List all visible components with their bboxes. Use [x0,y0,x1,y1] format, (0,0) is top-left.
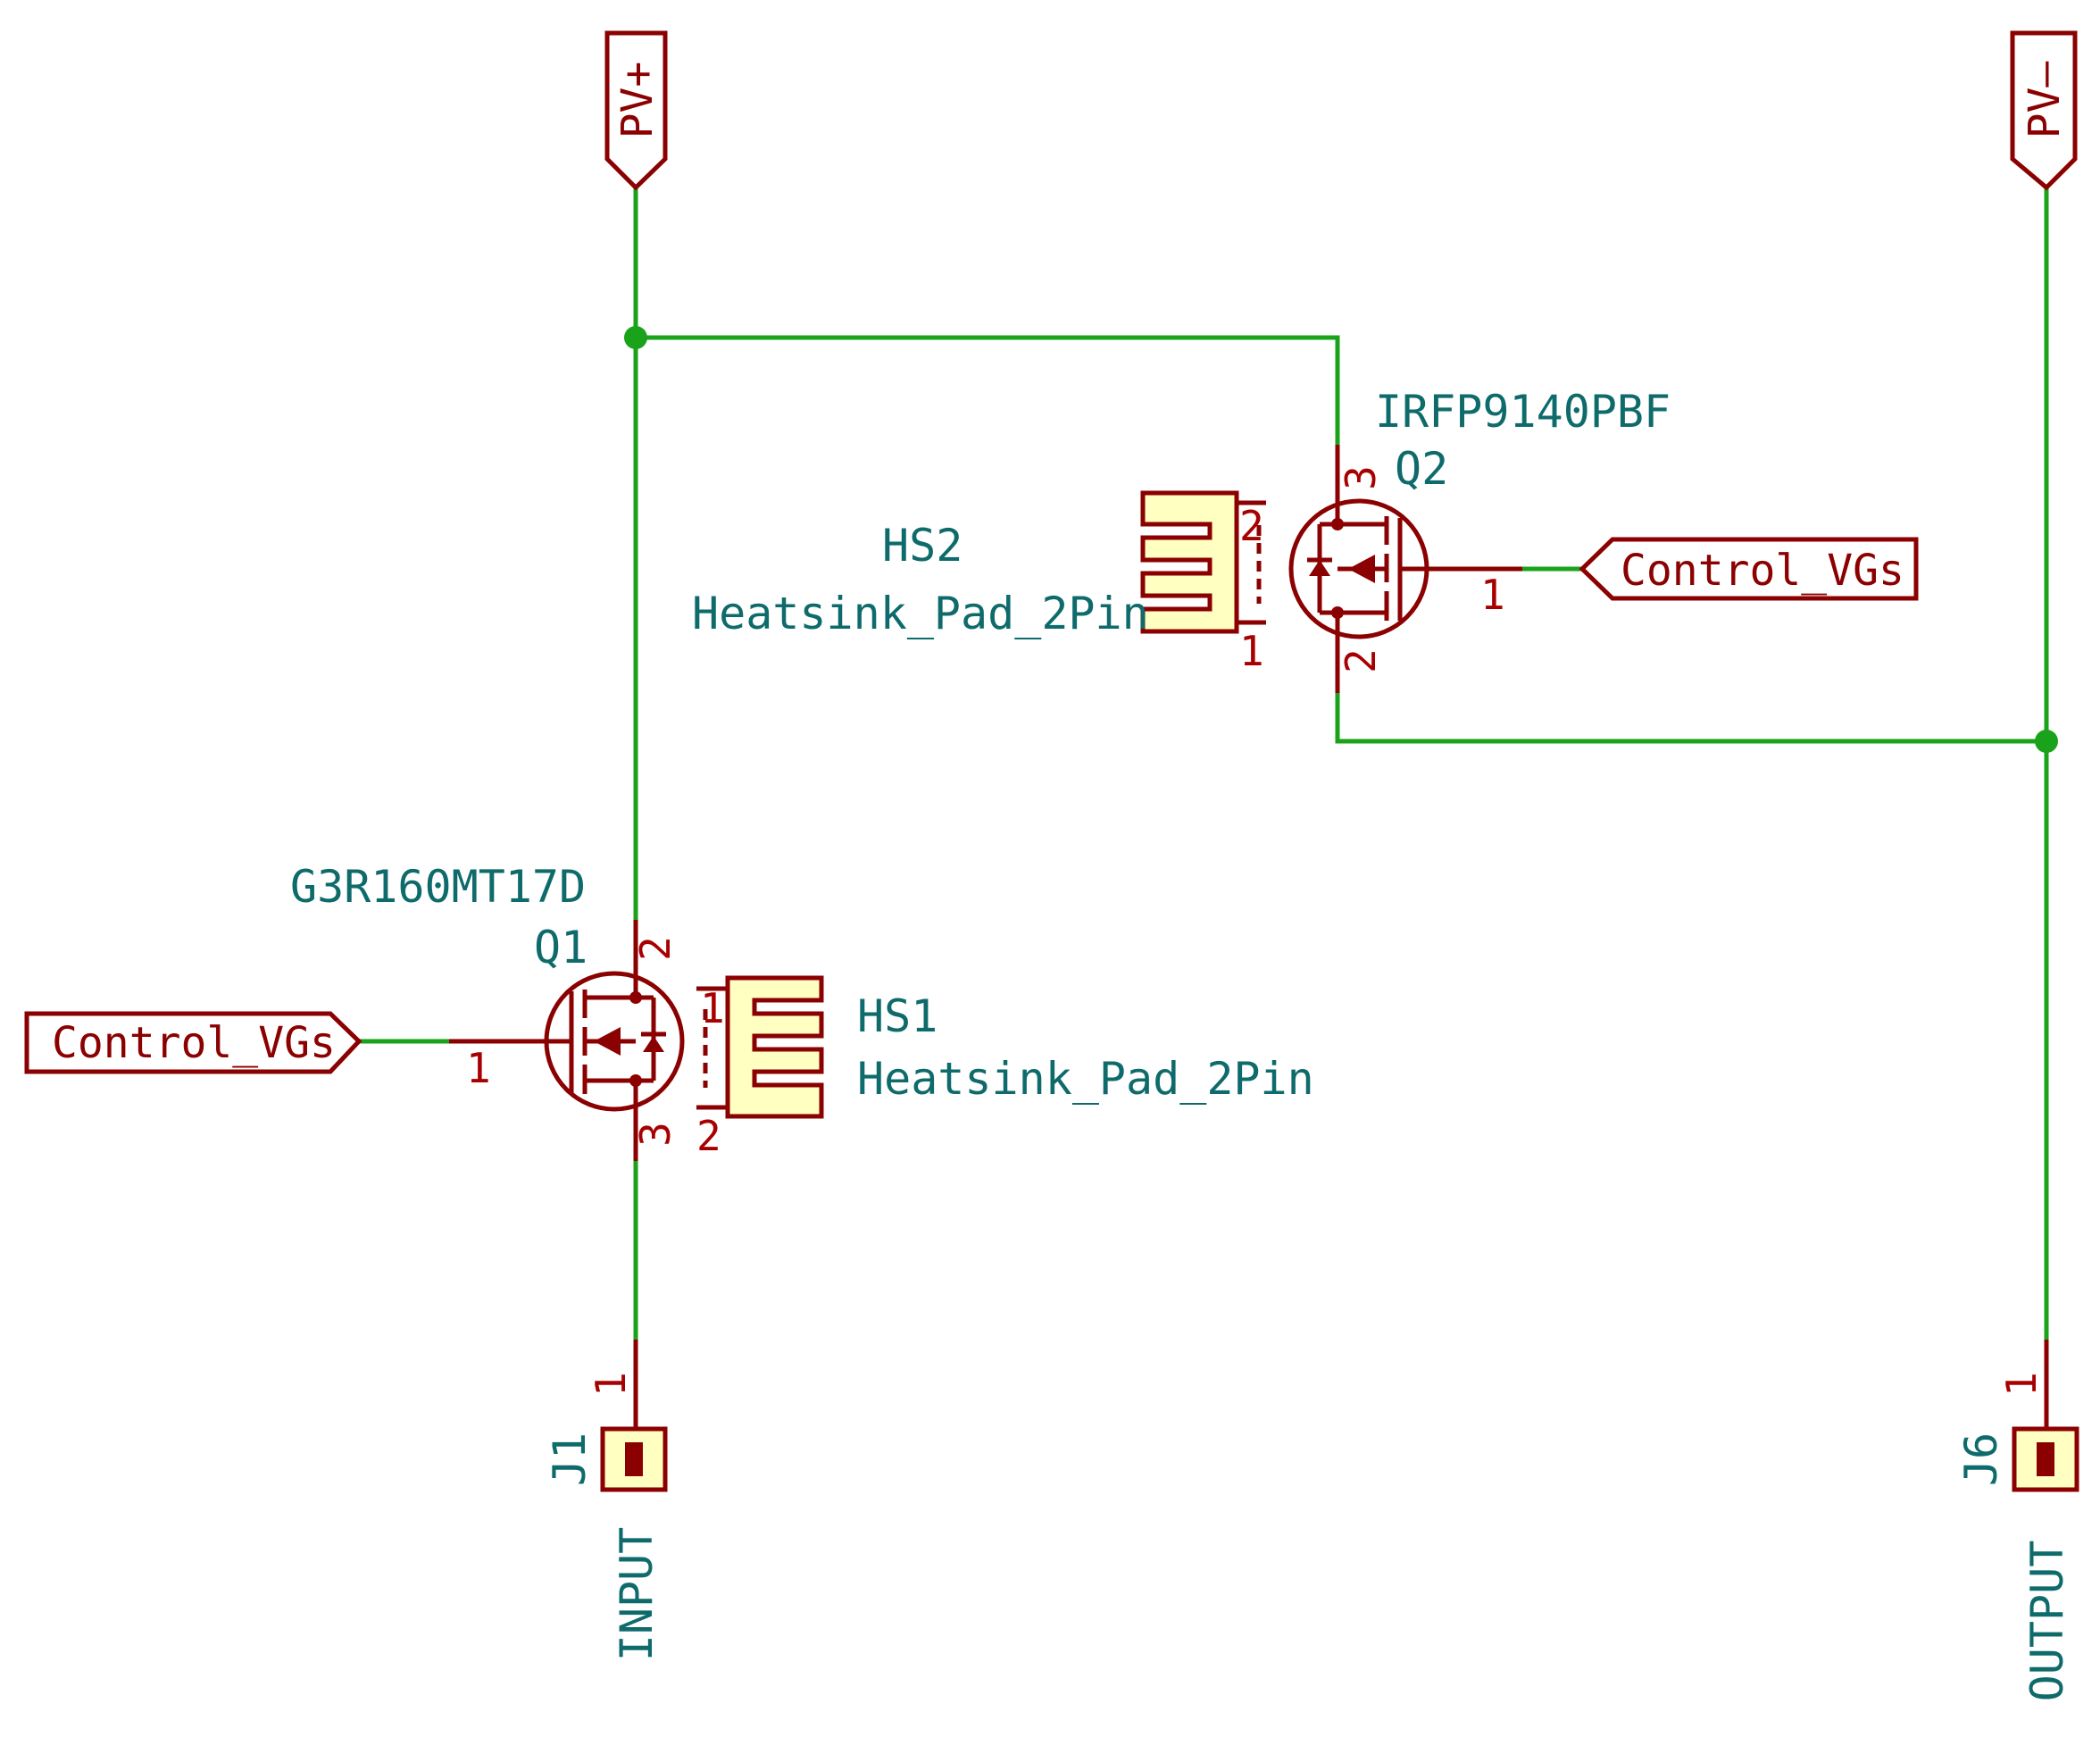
connector-j6[interactable]: 1 [1997,1340,2079,1492]
mosfet-q2[interactable]: 3 2 1 [1288,445,1522,693]
hs1-value: Heatsink_Pad_2Pin [857,1053,1314,1105]
q2-part-number: IRFP9140PBF [1375,386,1671,438]
q1-part-number: G3R160MT17D [290,861,586,913]
q2-reference: Q2 [1395,443,1448,495]
j1-value: INPUT [611,1527,662,1662]
q2-pin-drain: 2 [1337,648,1385,673]
control-vgs-label-left[interactable]: Control_VGs [24,1011,362,1074]
control-vgs-label-right[interactable]: Control_VGs [1579,537,1919,601]
pv-plus-label: PV+ [612,62,662,139]
q1-pin-source: 3 [631,1122,679,1147]
q1-reference: Q1 [534,922,588,973]
pv-minus-power-flag[interactable]: PV– [2010,30,2078,191]
q1-pin-gate: 1 [466,1044,491,1092]
junction-pv-plus [624,326,647,349]
wires [356,185,2058,1342]
hs1-reference: HS1 [857,990,938,1042]
q2-pin-source: 3 [1337,465,1385,490]
hs2-reference: HS2 [882,520,962,572]
q1-pin-drain: 2 [631,936,679,961]
j6-reference: J6 [1955,1432,2007,1486]
control-vgs-left-text: Control_VGs [52,1018,336,1068]
hs2-value: Heatsink_Pad_2Pin [692,588,1149,639]
heatsink-hs1[interactable]: 1 2 [696,975,824,1160]
j6-pin-1: 1 [1997,1372,2046,1397]
j1-pin-1: 1 [587,1372,635,1397]
hs1-pin-2: 2 [696,1112,721,1160]
j1-reference: J1 [544,1432,596,1486]
hs1-pin-1: 1 [700,984,725,1032]
pv-minus-label: PV– [2020,62,2070,139]
junction-pv-minus [2035,730,2058,753]
mosfet-q1[interactable]: 1 2 3 [449,920,685,1161]
j6-value: OUTPUT [2021,1541,2073,1702]
heatsink-hs2[interactable]: 2 1 [1140,490,1266,675]
connector-j1[interactable]: 1 [587,1340,668,1492]
pv-plus-power-flag[interactable]: PV+ [604,30,668,191]
q2-pin-gate: 1 [1480,571,1505,619]
hs2-pin-1: 1 [1239,627,1264,675]
control-vgs-right-text: Control_VGs [1621,546,1904,596]
hs2-pin-2: 2 [1239,502,1264,550]
